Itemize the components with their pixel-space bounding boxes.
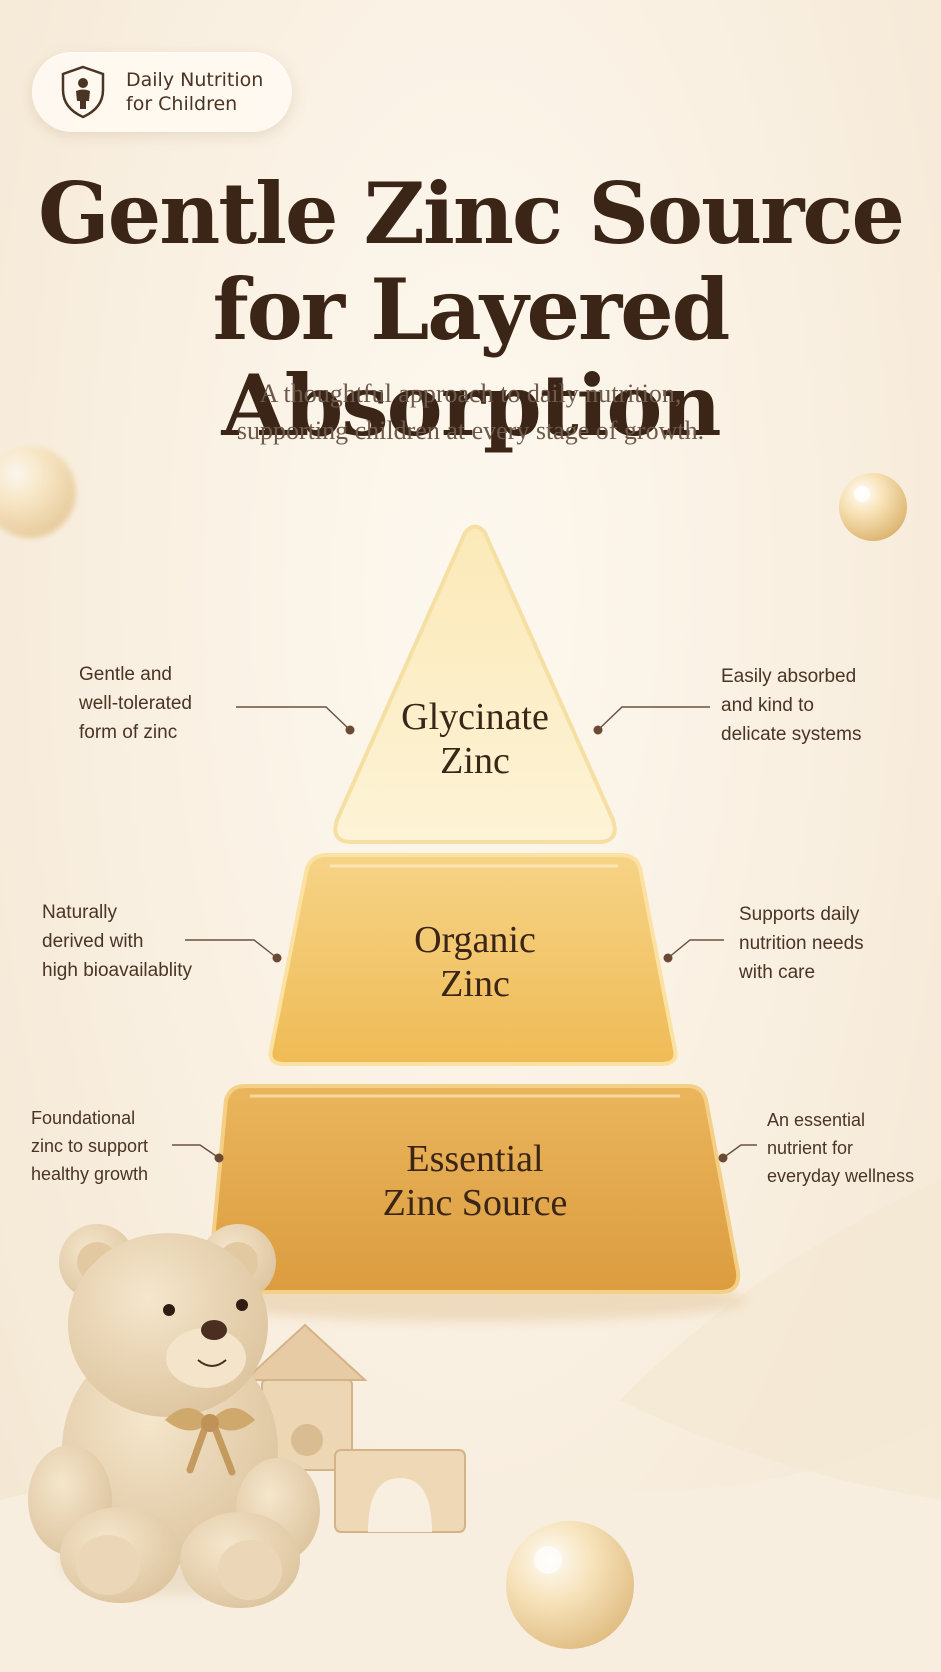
pyramid-layer-middle [268, 853, 678, 1066]
annotation-line: and kind to [721, 695, 814, 716]
subtitle-line-1: A thoughtful approach to daily nutrition… [259, 379, 682, 408]
annotation-line: healthy growth [31, 1164, 149, 1184]
annotation-line: with care [739, 962, 816, 983]
teddy-bear-illustration [28, 1224, 320, 1608]
annotation-line: well-tolerated [79, 693, 192, 714]
annotation-line: Easily absorbed [721, 666, 857, 687]
annotation-line: Naturally [42, 902, 117, 923]
annotation-line: high bioavailablity [42, 960, 192, 981]
annotation-line: Supports daily [739, 904, 860, 925]
annotation-line: form of zinc [79, 722, 178, 743]
annotation-line: An essential [767, 1110, 866, 1130]
page-title-line-1: Gentle Zinc Source [38, 164, 905, 263]
category-badge: Daily Nutrition for Children [32, 52, 292, 132]
badge-line-1: Daily Nutrition [126, 69, 264, 91]
annotation-bottom-left: Foundational zinc to support healthy gro… [31, 1104, 148, 1188]
annotation-middle-left: Naturally derived with high bioavailabli… [42, 898, 192, 985]
annotation-line: Gentle and [79, 664, 172, 685]
annotation-line: nutrition needs [739, 933, 864, 954]
wooden-house-blocks [242, 1323, 466, 1533]
annotation-top-right: Easily absorbed and kind to delicate sys… [721, 662, 861, 749]
pyramid-label-bottom-line-1: Essential [406, 1138, 544, 1180]
connector-dots [214, 725, 728, 1163]
annotation-bottom-right: An essential nutrient for everyday welln… [767, 1106, 914, 1190]
annotation-line: derived with [42, 931, 144, 952]
pyramid-label-top-line-2: Zinc [440, 740, 510, 782]
subtitle-line-2: supporting children at every stage of gr… [236, 416, 705, 445]
pyramid-label-top-line-1: Glycinate [401, 696, 549, 738]
annotation-line: everyday wellness [767, 1166, 915, 1186]
annotation-line: zinc to support [31, 1136, 149, 1156]
pyramid-label-bottom: Essential Zinc Source [300, 1137, 650, 1225]
annotation-top-left: Gentle and well-tolerated form of zinc [79, 660, 192, 747]
pyramid-label-middle-line-1: Organic [414, 919, 536, 961]
badge-line-2: for Children [126, 93, 238, 115]
pyramid-label-bottom-line-2: Zinc Source [382, 1182, 568, 1224]
connector-lines [172, 706, 757, 1159]
annotation-middle-right: Supports daily nutrition needs with care [739, 900, 864, 987]
page-title-line-2: for Layered Absorption [212, 260, 731, 455]
pyramid-label-middle: Organic Zinc [325, 918, 625, 1006]
annotation-line: Foundational [31, 1108, 136, 1128]
fabric-fold [620, 1180, 941, 1500]
golden-sphere-icon [0, 446, 76, 538]
pyramid-label-top: Glycinate Zinc [350, 695, 600, 783]
pyramid-layer-top [333, 524, 617, 844]
child-shield-icon [61, 65, 105, 119]
annotation-line: delicate systems [721, 724, 862, 745]
pyramid-layer-bottom [207, 1084, 741, 1294]
golden-sphere-icon [506, 1521, 634, 1649]
golden-sphere-icon [839, 473, 907, 541]
annotation-line: nutrient for [767, 1138, 854, 1158]
pyramid-label-middle-line-2: Zinc [440, 963, 510, 1005]
